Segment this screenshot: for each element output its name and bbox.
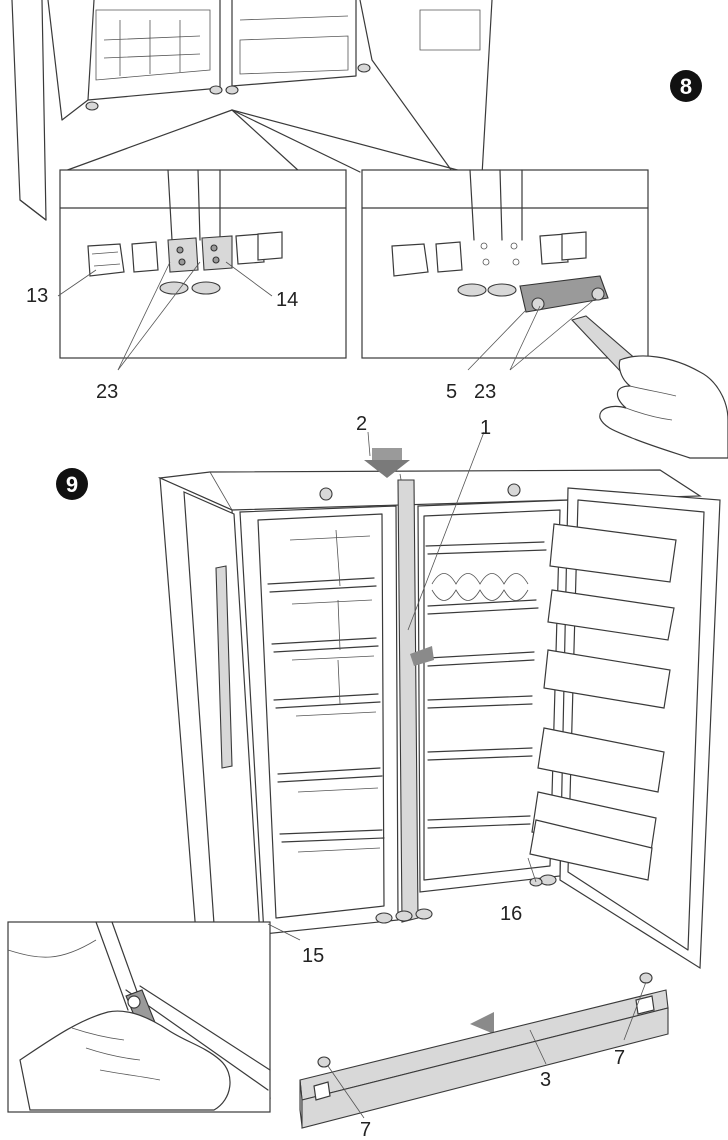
svg-text:23: 23	[474, 381, 496, 403]
hinge-bracket-13	[87, 241, 159, 277]
callout-7-right: 7	[614, 1047, 625, 1069]
step9-badge: 9	[56, 468, 88, 500]
push-arrow-base	[470, 1012, 494, 1034]
callout-3: 3	[540, 1069, 551, 1091]
callout-7-left: 7	[360, 1119, 371, 1140]
inset-clip-15	[7, 921, 301, 1113]
svg-text:14: 14	[276, 289, 298, 311]
svg-text:5: 5	[446, 381, 457, 403]
hinge-bracket-14	[167, 235, 233, 273]
cover-plate-5	[519, 275, 609, 313]
callout-15: 15	[302, 945, 324, 967]
step8-overview-fridge-bottom	[11, 0, 493, 221]
svg-text:23: 23	[96, 381, 118, 403]
step8-zoom-panel-left: 13 14 23	[26, 169, 347, 403]
callout-2: 2	[356, 413, 367, 435]
step8-badge: 8	[670, 70, 702, 102]
step8-zoom-panel-right: 5 23	[361, 169, 661, 403]
decor-strip-1	[397, 479, 419, 923]
step9-leaders	[327, 431, 647, 1119]
push-arrow-top	[364, 448, 410, 478]
push-arrow-strip	[410, 646, 434, 666]
door-handle	[215, 565, 233, 769]
svg-text:9: 9	[66, 472, 78, 497]
plinth-strip-3	[299, 972, 669, 1129]
callout-1: 1	[480, 417, 491, 439]
callout-16: 16	[500, 903, 522, 925]
svg-text:8: 8	[680, 74, 692, 99]
hand-with-screwdriver	[599, 355, 728, 459]
svg-text:13: 13	[26, 285, 48, 307]
